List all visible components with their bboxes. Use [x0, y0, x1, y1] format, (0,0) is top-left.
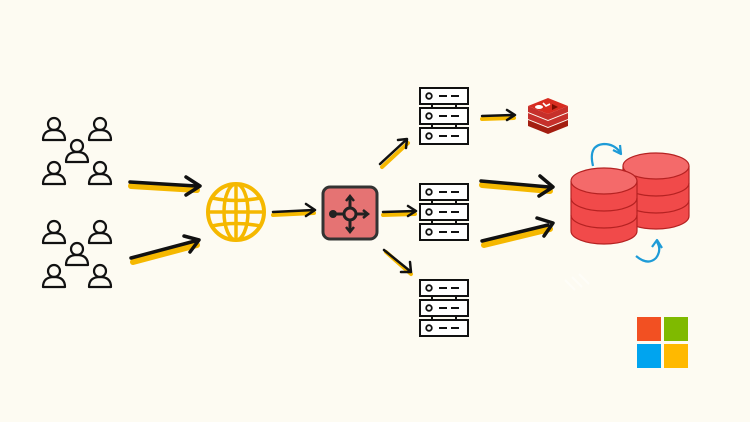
arrow-server-to-cache — [480, 108, 517, 122]
arrow-load-balancer-to-server-middle — [381, 204, 418, 218]
server-rack-icon — [420, 280, 468, 336]
arrow-users-bottom-to-internet — [129, 234, 201, 265]
server-rack-icon — [420, 88, 468, 144]
redis-icon — [528, 98, 568, 134]
replication-arrow-bottom — [635, 238, 663, 263]
load-balancer-icon — [321, 185, 379, 241]
arrow-server-to-database-1 — [479, 174, 555, 198]
users-group-top — [41, 116, 113, 186]
arrow-internet-to-load-balancer — [271, 202, 317, 218]
server-rack-icon — [420, 184, 468, 240]
globe-icon — [206, 182, 266, 242]
replication-arrow-top — [590, 142, 623, 167]
arrow-users-top-to-internet — [128, 175, 202, 197]
users-group-bottom — [41, 219, 113, 289]
arrow-load-balancer-to-server-top — [378, 137, 410, 169]
arrow-load-balancer-to-server-bottom — [382, 248, 413, 276]
database-primary-icon — [570, 167, 638, 245]
arrow-server-to-database-2 — [480, 216, 555, 248]
decorative-mark — [564, 273, 590, 291]
microsoft-logo-icon — [637, 317, 688, 368]
